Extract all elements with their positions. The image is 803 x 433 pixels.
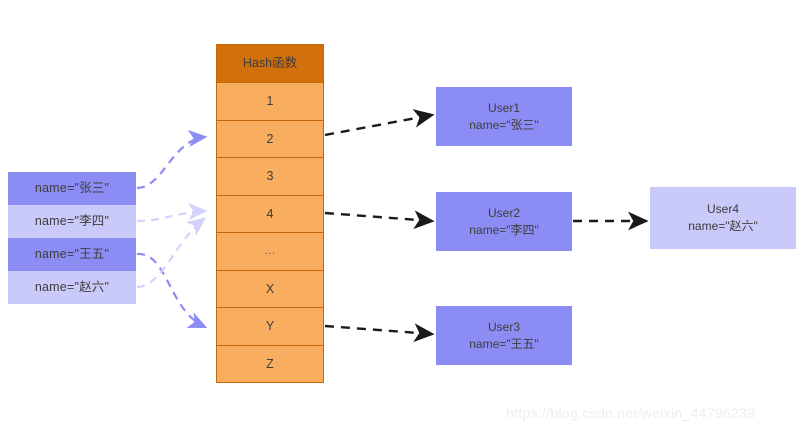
arrow-bucket2-to-user1 — [324, 109, 435, 137]
entity-row[interactable]: name="王五" — [8, 238, 136, 271]
arrow-bucket4-to-user2 — [324, 210, 435, 229]
user-title: User4 — [706, 202, 739, 216]
user-node-user3[interactable]: User3 name="王五" — [436, 306, 572, 365]
entity-row[interactable]: name="张三" — [8, 172, 136, 205]
watermark-text: https://blog.csdn.net/weixin_44796239 — [506, 405, 756, 421]
hash-table-header: Hash函数 — [217, 45, 323, 82]
entity-row[interactable]: name="李四" — [8, 205, 136, 238]
arrow-wangwu-to-bucketY — [136, 252, 208, 329]
arrow-zhangsan-to-bucket2 — [136, 129, 208, 190]
hash-bucket-4[interactable]: 4 — [217, 194, 323, 232]
entity-row[interactable]: name="赵六" — [8, 271, 136, 304]
user-attribute: name="李四" — [469, 222, 539, 237]
arrow-bucketY-to-user3 — [324, 323, 435, 342]
user-title: User1 — [487, 100, 520, 115]
arrow-zhaoliu-to-bucket4 — [136, 217, 206, 289]
user-title: User3 — [487, 319, 520, 334]
user-title: User2 — [487, 205, 520, 220]
user-node-user1[interactable]: User1 name="张三" — [436, 87, 572, 146]
hash-bucket-3[interactable]: 3 — [217, 157, 323, 195]
hash-bucket-z[interactable]: Z — [217, 344, 323, 382]
user-node-user2[interactable]: User2 name="李四" — [436, 192, 572, 251]
user-node-user4[interactable]: User4 name="赵六" — [650, 187, 796, 249]
user-attribute: name="王五" — [469, 336, 539, 351]
entity-stack: name="张三" name="李四" name="王五" name="赵六" — [8, 172, 136, 304]
arrow-lisi-to-bucket4 — [136, 203, 208, 223]
hash-table: Hash函数 1 2 3 4 … X Y Z — [216, 44, 324, 383]
hash-bucket-y[interactable]: Y — [217, 307, 323, 345]
hash-bucket-2[interactable]: 2 — [217, 119, 323, 157]
hash-bucket-ellipsis: … — [217, 232, 323, 270]
user-attribute: name="赵六" — [688, 219, 758, 233]
hash-bucket-x[interactable]: X — [217, 269, 323, 307]
hash-bucket-1[interactable]: 1 — [217, 82, 323, 120]
user-attribute: name="张三" — [469, 117, 539, 132]
